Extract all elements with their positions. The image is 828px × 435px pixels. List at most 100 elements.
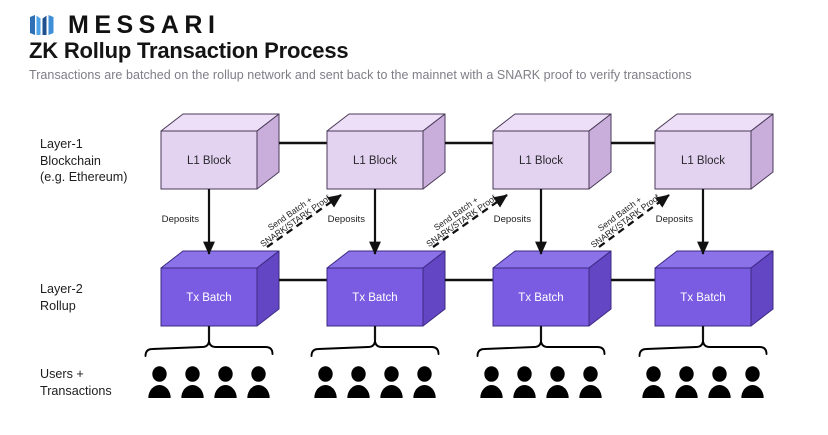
l1-block-3-label: L1 Block — [681, 155, 725, 167]
person-0-2-head — [218, 366, 233, 382]
l1-block-1-front-face — [326, 130, 424, 190]
deposits-label-1: Deposits — [328, 214, 366, 225]
users-group-2 — [480, 366, 602, 398]
person-0-0 — [148, 366, 171, 398]
l2-block-2-label: Tx Batch — [518, 292, 563, 304]
users-group-1 — [314, 366, 436, 398]
deposits-label-0: Deposits — [162, 214, 200, 225]
users-group-0 — [148, 366, 270, 398]
l2-block-2[interactable]: Tx Batch — [492, 250, 612, 327]
person-2-2 — [546, 366, 569, 398]
brand-header: MESSARI — [29, 10, 220, 40]
l2-block-0-front-face — [160, 267, 258, 327]
l1-block-1[interactable]: L1 Block — [326, 113, 446, 190]
person-2-0-head — [484, 366, 499, 382]
users-brace-3 — [638, 339, 768, 357]
person-1-3-head — [417, 366, 432, 382]
person-1-3-body — [413, 385, 436, 398]
l1-block-0-label: L1 Block — [187, 155, 231, 167]
person-3-1 — [675, 366, 698, 398]
person-1-0-body — [314, 385, 337, 398]
l2-block-1[interactable]: Tx Batch — [326, 250, 446, 327]
person-2-1 — [513, 366, 536, 398]
person-2-1-head — [517, 366, 532, 382]
person-0-1-body — [181, 385, 204, 398]
person-0-2-body — [214, 385, 237, 398]
proof-label-2: Send Batch +SNARK/STARK Proof — [589, 192, 662, 250]
l1-block-2-label: L1 Block — [519, 155, 563, 167]
proof-arrow-1 — [432, 194, 508, 248]
users-group-3 — [642, 366, 764, 398]
l1-block-2[interactable]: L1 Block — [492, 113, 612, 190]
users-brace-1 — [310, 339, 440, 357]
person-2-2-head — [550, 366, 565, 382]
l2-block-0-label: Tx Batch — [186, 292, 231, 304]
l1-block-0-front-face — [160, 130, 258, 190]
deposits-label-2: Deposits — [494, 214, 532, 225]
proof-label-1: Send Batch +SNARK/STARK Proof — [424, 193, 498, 249]
person-3-3-body — [741, 384, 764, 398]
deposits-label-3: Deposits — [656, 214, 694, 225]
l1-block-3-front-face — [654, 130, 752, 190]
person-0-2 — [214, 366, 237, 398]
person-2-1-body — [513, 384, 536, 398]
person-1-1-body — [347, 385, 370, 398]
person-1-2 — [380, 366, 403, 398]
person-3-3-head — [745, 366, 760, 382]
person-3-2-head — [712, 366, 727, 382]
person-1-1 — [347, 366, 370, 398]
person-3-3 — [741, 366, 764, 398]
person-3-0-body — [642, 384, 665, 398]
person-0-1-head — [185, 366, 200, 382]
person-0-1 — [181, 366, 204, 398]
person-0-3-body — [247, 385, 270, 398]
person-1-2-body — [380, 385, 403, 398]
person-0-3 — [247, 366, 270, 398]
l1-block-3[interactable]: L1 Block — [654, 113, 774, 190]
row-label-layer2: Layer-2 Rollup — [40, 282, 83, 313]
person-3-1-body — [675, 384, 698, 398]
l2-block-3[interactable]: Tx Batch — [654, 250, 774, 327]
brand-wordmark: MESSARI — [68, 11, 221, 39]
l1-block-0[interactable]: L1 Block — [160, 113, 280, 190]
page-subtitle: Transactions are batched on the rollup n… — [29, 68, 692, 82]
person-1-0 — [314, 366, 337, 398]
person-0-0-head — [152, 366, 167, 382]
l1-block-2-front-face — [492, 130, 590, 190]
proof-label-line2-2: SNARK/STARK Proof — [589, 192, 662, 250]
proof-arrow-2 — [598, 194, 670, 248]
person-3-2-body — [708, 384, 731, 398]
person-2-3-head — [583, 366, 598, 382]
l2-block-3-front-face — [654, 267, 752, 327]
l2-block-2-front-face — [492, 267, 590, 327]
row-label-layer1: Layer-1 Blockchain (e.g. Ethereum) — [40, 137, 128, 184]
person-2-2-body — [546, 384, 569, 398]
l2-block-1-front-face — [326, 267, 424, 327]
proof-arrow-0 — [266, 194, 342, 248]
person-1-2-head — [384, 366, 399, 382]
messari-bars-logo-icon — [30, 15, 54, 35]
proof-label-0: Send Batch +SNARK/STARK Proof — [258, 193, 332, 249]
person-1-3 — [413, 366, 436, 398]
users-brace-0 — [144, 339, 274, 357]
l2-block-3-label: Tx Batch — [680, 292, 725, 304]
l2-block-1-label: Tx Batch — [352, 292, 397, 304]
person-2-3 — [579, 366, 602, 398]
person-3-0-head — [646, 366, 661, 382]
person-3-1-head — [679, 366, 694, 382]
person-1-1-head — [351, 366, 366, 382]
person-1-0-head — [318, 366, 333, 382]
l2-block-0[interactable]: Tx Batch — [160, 250, 280, 327]
person-3-0 — [642, 366, 665, 398]
users-brace-2 — [476, 339, 606, 357]
person-3-2 — [708, 366, 731, 398]
page-title: ZK Rollup Transaction Process — [29, 38, 349, 63]
person-2-3-body — [579, 384, 602, 398]
person-2-0 — [480, 366, 503, 398]
row-label-users: Users + Transactions — [40, 367, 112, 398]
person-0-0-body — [148, 385, 171, 398]
l1-block-1-label: L1 Block — [353, 155, 397, 167]
person-0-3-head — [251, 366, 266, 382]
